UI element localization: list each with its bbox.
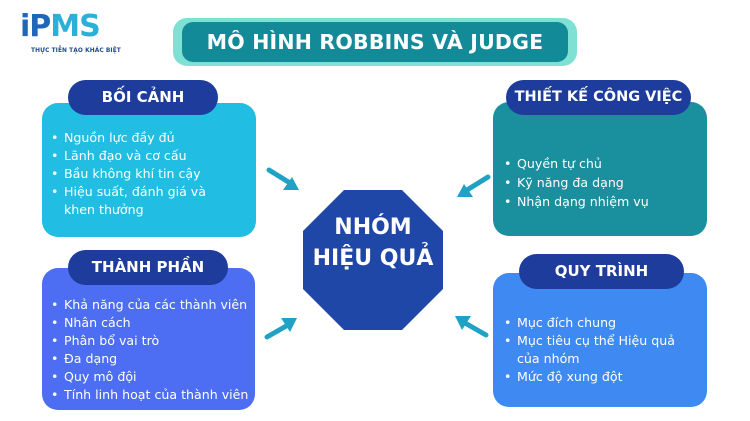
list-item: Tính linh hoạt của thành viên: [51, 386, 251, 404]
list-item: Nguồn lực đầy đủ: [51, 129, 251, 147]
list-item: Lãnh đạo và cơ cấu: [51, 147, 251, 165]
list-item: Hiệu suất, đánh giá và khen thưởng: [51, 183, 251, 219]
list-item: Bầu không khí tin cậy: [51, 165, 251, 183]
arrow-bottom-left-icon: [264, 318, 297, 340]
list-quy-trinh: Mục đích chung Mục tiêu cụ thể Hiệu quả …: [504, 314, 704, 386]
arrow-top-left-icon: [266, 167, 299, 190]
page-title: MÔ HÌNH ROBBINS VÀ JUDGE: [182, 22, 568, 62]
arrow-top-right-icon: [457, 174, 491, 197]
list-item: Mục tiêu cụ thể Hiệu quả của nhóm: [504, 332, 704, 368]
center-label-line2: HIỆU QUẢ: [312, 246, 434, 271]
list-item: Mục đích chung: [504, 314, 704, 332]
logo-tagline: THỰC TIỄN TẠO KHÁC BIỆT: [31, 46, 121, 54]
logo-wordmark: iPMS: [20, 9, 101, 44]
list-item: Mức độ xung đột: [504, 368, 704, 386]
list-item: Quyền tự chủ: [504, 154, 704, 173]
heading-thiet-ke-cong-viec: THIẾT KẾ CÔNG VIỆC: [506, 80, 691, 115]
center-label: NHÓM HIỆU QUẢ: [303, 212, 443, 274]
center-label-line1: NHÓM: [334, 215, 412, 240]
ipms-logo: iPMS THỰC TIỄN TẠO KHÁC BIỆT: [20, 10, 140, 62]
list-item: Quy mô đội: [51, 368, 251, 386]
list-item: Nhân cách: [51, 314, 251, 332]
heading-thanh-phan: THÀNH PHẦN: [68, 250, 228, 285]
list-thanh-phan: Khả năng của các thành viên Nhân cách Ph…: [51, 296, 251, 404]
list-item: Khả năng của các thành viên: [51, 296, 251, 314]
list-item: Kỹ năng đa dạng: [504, 173, 704, 192]
list-item: Nhận dạng nhiệm vụ: [504, 192, 704, 211]
list-boi-canh: Nguồn lực đầy đủ Lãnh đạo và cơ cấu Bầu …: [51, 129, 251, 219]
list-thiet-ke-cong-viec: Quyền tự chủ Kỹ năng đa dạng Nhận dạng n…: [504, 154, 704, 211]
center-octagon: [303, 190, 443, 330]
arrow-bottom-right-icon: [455, 316, 489, 338]
list-item: Đa dạng: [51, 350, 251, 368]
heading-quy-trinh: QUY TRÌNH: [519, 254, 684, 289]
heading-boi-canh: BỐI CẢNH: [68, 80, 218, 115]
list-item: Phân bổ vai trò: [51, 332, 251, 350]
